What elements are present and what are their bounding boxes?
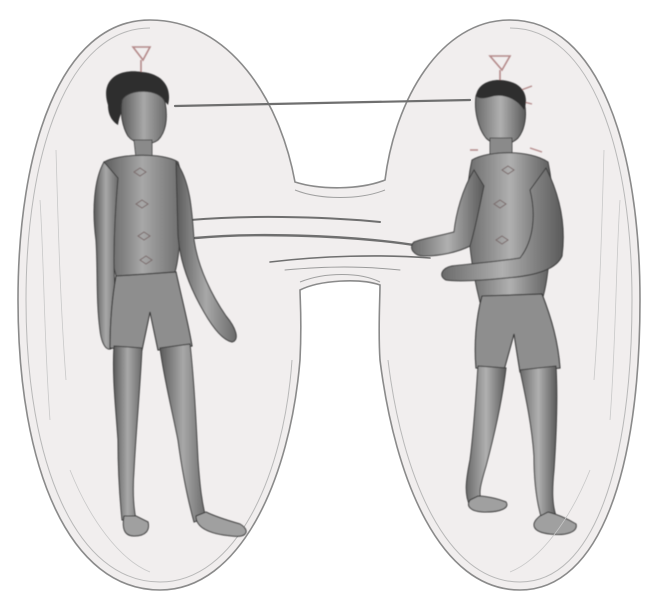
left-head — [121, 91, 166, 143]
